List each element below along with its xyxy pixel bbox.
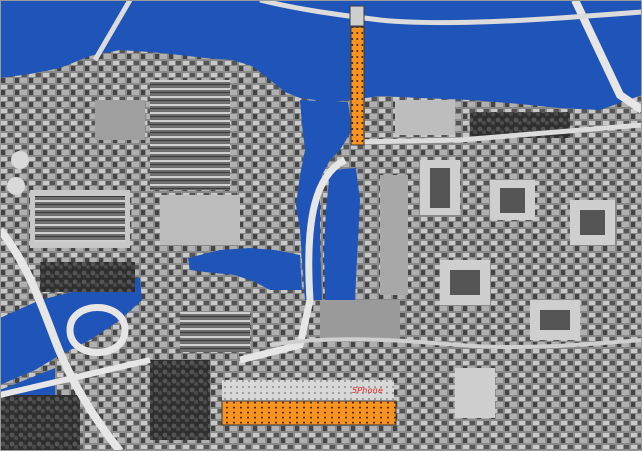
factory-block-4 <box>160 195 240 245</box>
ring-road <box>269 337 642 350</box>
silo-1 <box>11 151 29 169</box>
trees-south <box>150 360 210 440</box>
highway-ramp <box>0 227 124 451</box>
quay-road <box>351 122 642 145</box>
bridge-road-west <box>0 357 151 398</box>
canal-west <box>188 248 302 290</box>
bridge-northeast <box>571 0 642 114</box>
pier <box>320 300 400 340</box>
marina-basin <box>324 168 360 300</box>
long-building-roof <box>222 380 394 402</box>
north-bank-road <box>259 0 642 26</box>
bridge-northwest <box>92 0 133 62</box>
factory-block-2 <box>95 100 145 140</box>
highway-loop <box>66 304 129 356</box>
river-water <box>0 0 642 110</box>
silo-2 <box>7 177 25 195</box>
canal-road <box>239 156 347 364</box>
factory-block-3 <box>150 80 230 190</box>
annotation-label: 5Phone <box>352 386 384 395</box>
warehouse-south <box>180 312 250 352</box>
trees-west <box>40 262 135 292</box>
waterfront-building <box>395 100 455 135</box>
trees-southwest <box>0 395 80 451</box>
bridge-tower-cap <box>349 5 365 27</box>
